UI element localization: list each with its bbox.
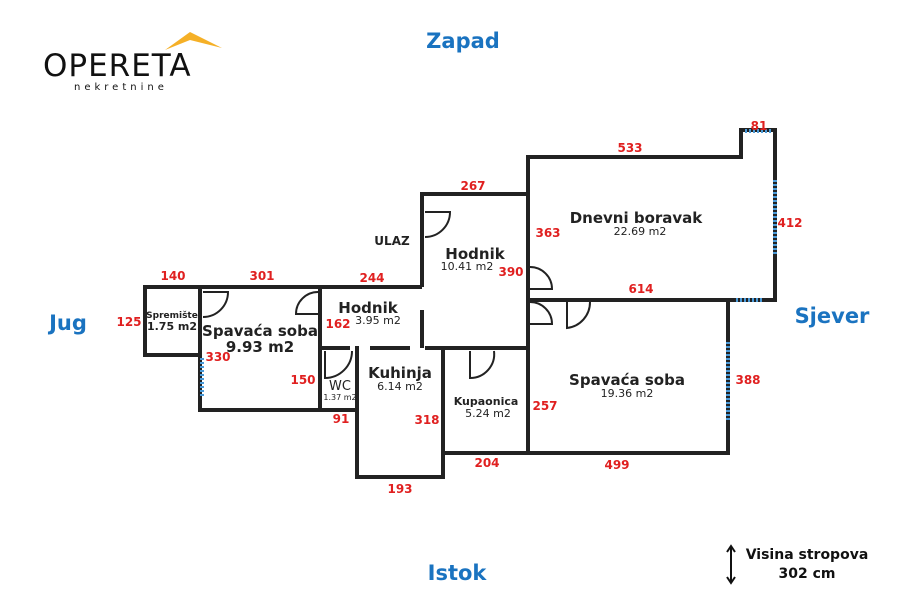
ceiling-height-value: 302 cm — [779, 566, 836, 582]
dimension-label: 330 — [205, 350, 230, 364]
entrance-label: ULAZ — [374, 234, 410, 248]
room-area: 22.69 m2 — [614, 225, 667, 238]
room-area: 5.24 m2 — [465, 407, 511, 420]
door-icon — [469, 350, 496, 380]
vertical-arrow-icon — [726, 544, 736, 585]
dimension-label: 150 — [290, 373, 315, 387]
walls — [143, 128, 777, 479]
door-icon — [529, 301, 554, 325]
room-name: Kuhinja — [368, 364, 432, 382]
logo-tagline: nekretnine — [74, 82, 168, 93]
room-area: 19.36 m2 — [601, 387, 654, 400]
room-name: Hodnik — [445, 245, 505, 263]
ceiling-height-note: Visina stropova 302 cm — [726, 544, 869, 585]
dimension-label: 388 — [735, 373, 760, 387]
dimension-label: 257 — [532, 399, 557, 413]
dimension-label: 244 — [359, 271, 384, 285]
dimension-label: 318 — [414, 413, 439, 427]
room-area: 3.95 m2 — [355, 314, 401, 327]
dimension-label: 363 — [535, 226, 560, 240]
door-icon — [294, 291, 319, 315]
direction-east: Sjever — [795, 304, 870, 328]
ceiling-height-label: Visina stropova — [746, 547, 869, 563]
room-area: 1.37 m2 — [323, 393, 356, 402]
dimension-label: 193 — [387, 482, 412, 496]
dimension-label: 301 — [249, 269, 274, 283]
dimensions: 140 301 244 267 533 81 412 363 390 614 1… — [116, 119, 802, 496]
door-icon — [324, 350, 353, 380]
door-icon — [566, 301, 592, 330]
room-name: Kupaonica — [454, 395, 519, 408]
dimension-label: 267 — [460, 179, 485, 193]
room-name: Dnevni boravak — [570, 209, 704, 227]
direction-north: Zapad — [426, 29, 500, 53]
logo-roof-icon — [165, 32, 222, 50]
dimension-label: 499 — [604, 458, 629, 472]
windows — [200, 129, 777, 420]
room-area: 6.14 m2 — [377, 380, 423, 393]
door-icon — [424, 211, 452, 238]
doors — [202, 211, 592, 380]
direction-west: Jug — [47, 311, 87, 335]
dimension-label: 140 — [160, 269, 185, 283]
dimension-label: 390 — [498, 265, 523, 279]
room-name: Spremište — [146, 310, 198, 321]
room-area: 10.41 m2 — [441, 260, 494, 273]
dimension-label: 162 — [325, 317, 350, 331]
room-name: Spavaća soba — [202, 322, 318, 340]
direction-south: Istok — [428, 561, 488, 585]
room-name: Spavaća soba — [569, 371, 685, 389]
dimension-label: 412 — [777, 216, 802, 230]
dimension-label: 91 — [333, 412, 350, 426]
room-name: WC — [329, 379, 351, 394]
room-area: 9.93 m2 — [226, 338, 294, 356]
room-labels: Spremište 1.75 m2 Spavaća soba 9.93 m2 H… — [146, 209, 703, 420]
door-icon — [529, 266, 554, 290]
room-name: Hodnik — [338, 299, 398, 317]
logo: OPERETA nekretnine — [43, 32, 222, 93]
dimension-label: 533 — [617, 141, 642, 155]
dimension-label: 81 — [751, 119, 768, 133]
door-icon — [202, 291, 230, 318]
dimension-label: 614 — [628, 282, 653, 296]
dimension-label: 204 — [474, 456, 499, 470]
logo-name: OPERETA — [43, 48, 192, 84]
dimension-label: 125 — [116, 315, 141, 329]
room-area: 1.75 m2 — [147, 320, 197, 333]
